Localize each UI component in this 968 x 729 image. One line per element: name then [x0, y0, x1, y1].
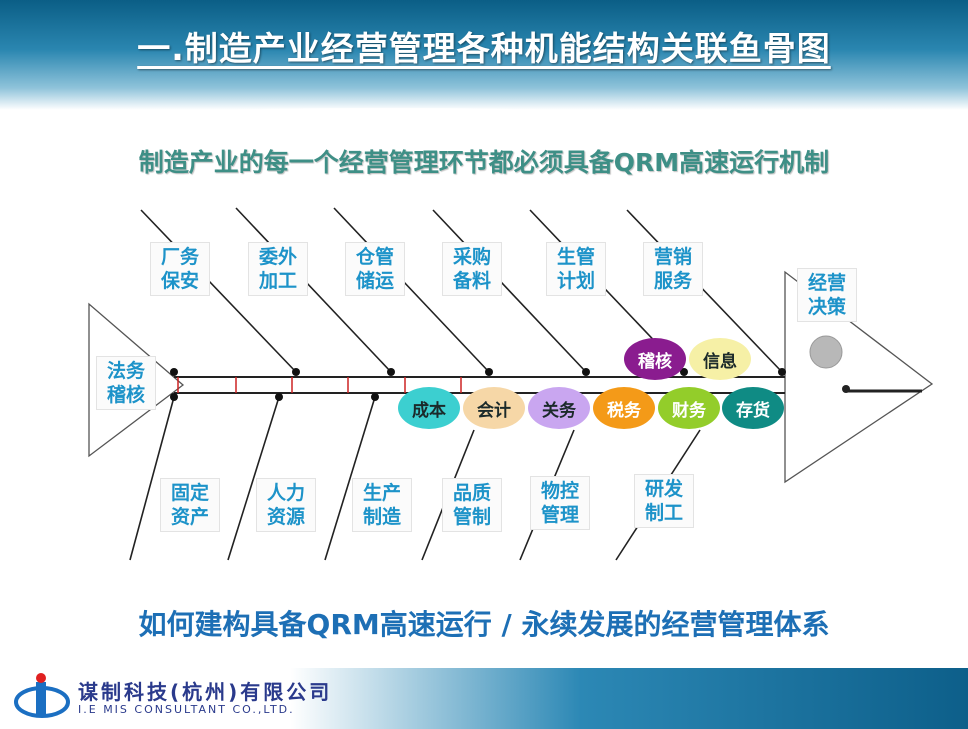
top-label-production-planning: 生管计划 [546, 242, 606, 296]
spine-ticks [177, 377, 462, 393]
header-wave [0, 70, 968, 130]
tail-label-legal-audit: 法务稽核 [96, 356, 156, 410]
oval-cost: 成本 [398, 387, 460, 429]
company-logo-icon [14, 673, 70, 718]
bottom-label-rd-engineering: 研发制工 [634, 474, 694, 528]
company-name-cn: 谋制科技(杭州)有限公司 [78, 680, 333, 704]
footer-banner [0, 668, 968, 729]
subtitle: 制造产业的每一个经营管理环节都必须具备QRM高速运行机制 [138, 148, 830, 177]
oval-finance: 财务 [658, 387, 720, 429]
oval-accounting: 会计 [463, 387, 525, 429]
oval-audit: 稽核 [624, 338, 686, 380]
oval-tax: 税务 [593, 387, 655, 429]
bottom-label-fixed-assets: 固定资产 [160, 478, 220, 532]
oval-customs: 关务 [528, 387, 590, 429]
top-label-purchasing: 采购备料 [442, 242, 502, 296]
bottom-label-quality-control: 品质管制 [442, 478, 502, 532]
top-label-outsourcing: 委外加工 [248, 242, 308, 296]
page-title: 一.制造产业经营管理各种机能结构关联鱼骨图 [137, 29, 831, 68]
top-label-marketing-service: 营销服务 [643, 242, 703, 296]
fish-mouth-dot [842, 385, 850, 393]
bottom-label-material-control: 物控管理 [530, 476, 590, 530]
oval-information: 信息 [689, 338, 751, 380]
upper-bone-joints [170, 368, 786, 376]
upper-bones [140, 207, 783, 373]
bottom-label-manufacturing: 生产制造 [352, 478, 412, 532]
lower-bone-joints [170, 393, 379, 401]
oval-inventory: 存货 [722, 387, 784, 429]
top-label-factory-security: 厂务保安 [150, 242, 210, 296]
head-label-business-decision: 经营决策 [797, 268, 857, 322]
bottom-label-human-resources: 人力资源 [256, 478, 316, 532]
company-name-en: I.E MIS CONSULTANT CO.,LTD. [78, 703, 295, 716]
bottom-statement: 如何建构具备QRM高速运行 / 永续发展的经营管理体系 [138, 608, 830, 641]
top-label-warehouse: 仓管储运 [345, 242, 405, 296]
fish-eye [809, 335, 843, 369]
